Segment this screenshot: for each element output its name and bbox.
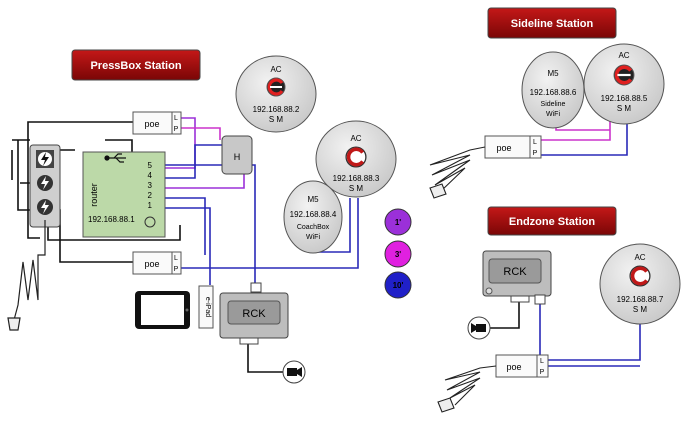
ac-sm: S M: [269, 115, 284, 124]
rck-endzone: RCK: [482, 250, 552, 305]
poe-p-port: P: [533, 150, 538, 157]
logo-icon: [266, 77, 286, 97]
h-box: H: [221, 135, 253, 175]
m5-title: M5: [307, 195, 319, 204]
ac-ip: 192.168.88.7: [617, 295, 664, 304]
router-port-1: 1: [148, 201, 153, 210]
poe-l-port: L: [540, 358, 544, 365]
router-port-5: 5: [148, 161, 153, 170]
lightning-icon: [37, 199, 53, 215]
tablet: [135, 291, 190, 329]
logo-icon: [629, 265, 651, 287]
ac-endzone: AC 192.168.88.7 S M: [599, 243, 681, 325]
ac-sm: S M: [349, 184, 364, 193]
ac-main: AC 192.168.88.3 S M: [315, 120, 397, 198]
poe-p-port: P: [540, 369, 545, 376]
poe-pressbox-top: poe L P: [132, 111, 182, 135]
poe-pressbox-bottom: poe L P: [132, 251, 182, 275]
banner-pressbox-label: PressBox Station: [90, 60, 181, 72]
m5-coachbox: M5 192.168.88.4 CoachBox WiFi: [283, 180, 343, 254]
banner-endzone-label: Endzone Station: [509, 216, 595, 228]
m5-name: Sideline: [541, 101, 566, 108]
power-cord: [437, 365, 497, 413]
poe-label: poe: [144, 259, 159, 269]
camera-icon: [282, 360, 306, 384]
m5-title: M5: [547, 69, 559, 78]
banner-endzone: Endzone Station: [487, 206, 617, 236]
e-ipad-label: e-iPad: [204, 297, 211, 317]
m5-wifi: WiFi: [306, 234, 320, 241]
ac-title: AC: [270, 65, 281, 74]
e-ipad-adapter: e-iPad: [198, 285, 214, 329]
legend-label: 1': [395, 218, 401, 227]
m5-wifi: WiFi: [546, 111, 560, 118]
m5-sideline: M5 192.168.88.6 Sideline WiFi: [521, 51, 585, 129]
h-box-label: H: [234, 152, 241, 162]
legend-label: 10': [393, 281, 404, 290]
cable-length-legend: 1' 3' 10': [384, 208, 412, 299]
power-cord: [7, 220, 46, 331]
ac-title: AC: [634, 253, 645, 262]
router-port-3: 3: [148, 181, 153, 190]
camera-icon: [467, 316, 491, 340]
rck-label: RCK: [503, 266, 527, 278]
router-port-4: 4: [148, 171, 153, 180]
legend-item-10ft: 10': [384, 271, 412, 299]
banner-pressbox: PressBox Station: [71, 49, 201, 81]
ac-title: AC: [618, 51, 629, 60]
rck-pressbox: RCK: [219, 282, 289, 345]
rck-label: RCK: [242, 308, 266, 320]
logo-icon: [613, 64, 635, 86]
m5-name: CoachBox: [297, 224, 330, 231]
ac-sideline: AC 192.168.88.5 S M: [583, 43, 665, 125]
logo-icon: [345, 146, 367, 168]
legend-label: 3': [395, 250, 401, 259]
router-label: router: [89, 183, 99, 207]
m5-ip: 192.168.88.4: [290, 210, 337, 219]
ac-ip: 192.168.88.3: [333, 174, 380, 183]
router-ip: 192.168.88.1: [88, 215, 135, 224]
poe-sideline: poe L P: [484, 135, 542, 159]
ac-title: AC: [350, 134, 361, 143]
router: router 5 4 3 2 1 192.168.88.1: [82, 151, 166, 238]
m5-ip: 192.168.88.6: [530, 88, 577, 97]
poe-l-port: L: [174, 115, 178, 122]
poe-label: poe: [144, 119, 159, 129]
poe-label: poe: [496, 143, 511, 153]
ac-ip: 192.168.88.5: [601, 94, 648, 103]
poe-p-port: P: [174, 126, 179, 133]
power-cord: [429, 146, 486, 199]
router-port-2: 2: [148, 191, 153, 200]
ac-pressbox: AC 192.168.88.2 S M: [235, 55, 317, 133]
lightning-icon: [36, 150, 54, 168]
ac-sm: S M: [617, 104, 632, 113]
poe-endzone: poe L P: [495, 354, 549, 378]
poe-p-port: P: [174, 266, 179, 273]
ac-ip: 192.168.88.2: [253, 105, 300, 114]
banner-sideline-label: Sideline Station: [511, 18, 594, 30]
usb-icon: [104, 153, 126, 163]
ac-sm: S M: [633, 305, 648, 314]
legend-item-3ft: 3': [384, 240, 412, 268]
banner-sideline: Sideline Station: [487, 7, 617, 39]
lightning-icon: [37, 175, 53, 191]
poe-l-port: L: [174, 255, 178, 262]
legend-item-1ft: 1': [384, 208, 412, 236]
power-strip: [29, 144, 61, 228]
poe-label: poe: [506, 362, 521, 372]
poe-l-port: L: [533, 139, 537, 146]
